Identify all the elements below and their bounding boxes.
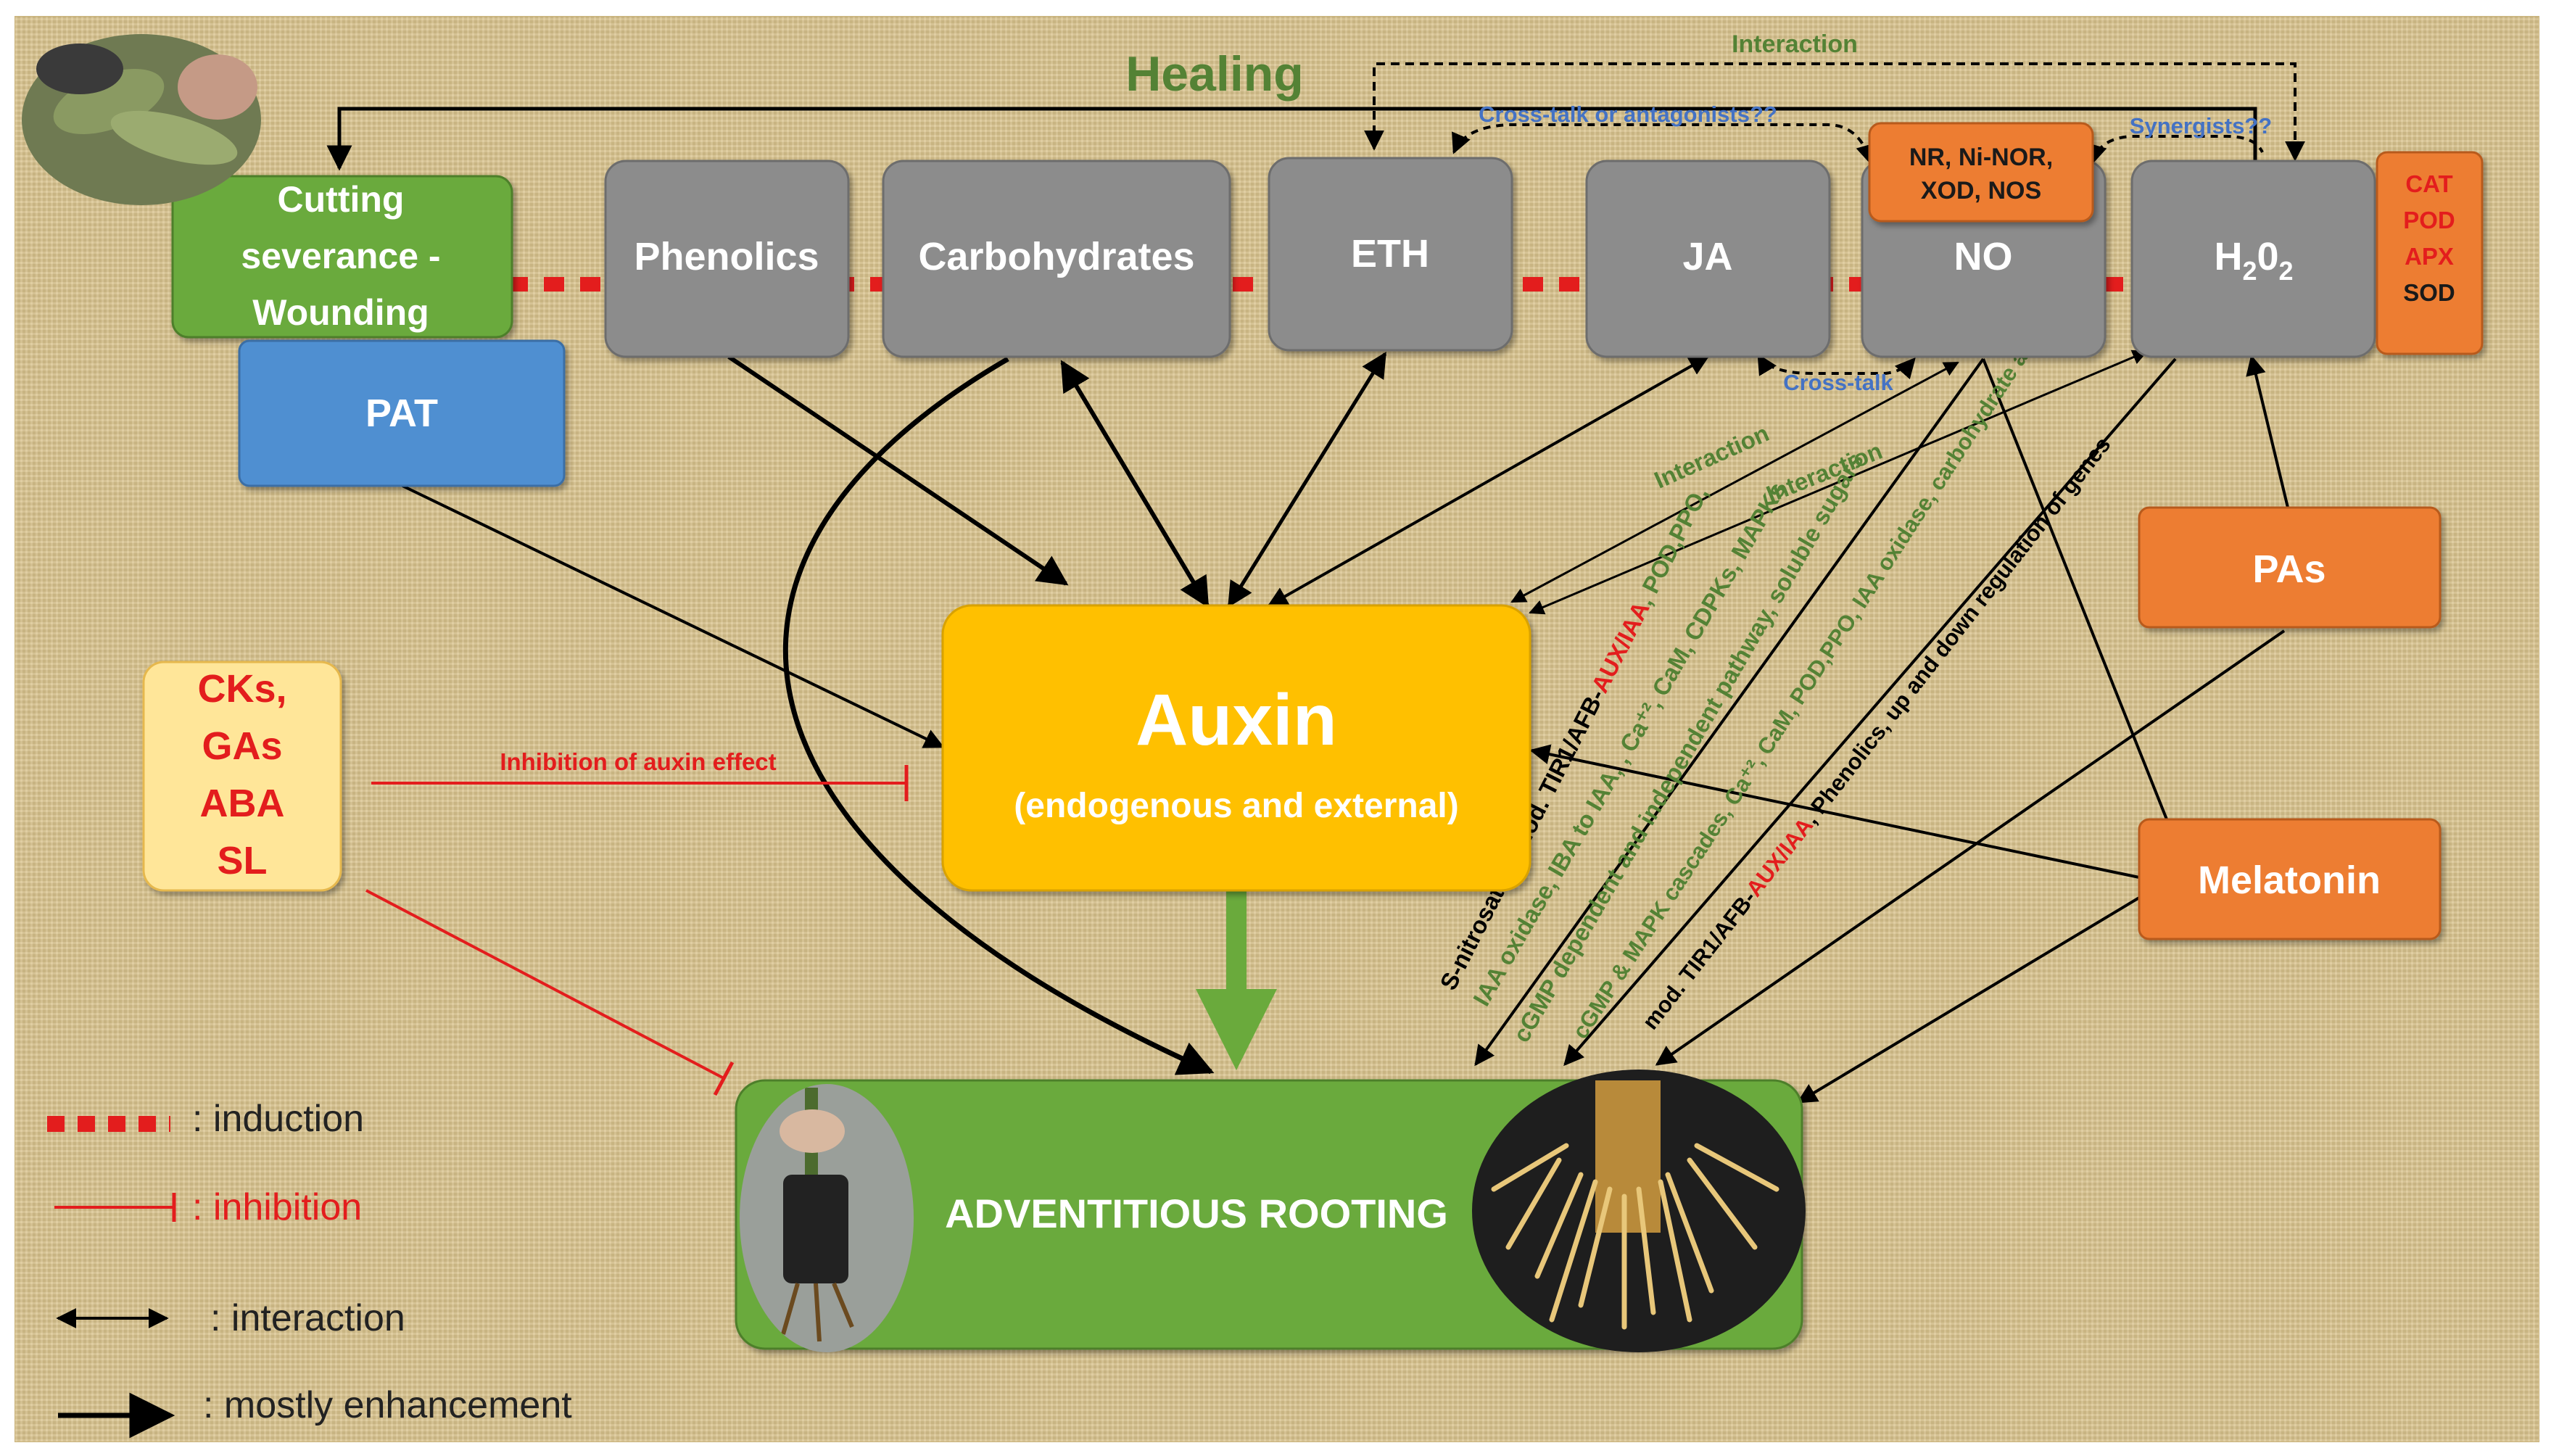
cutting-photo bbox=[22, 34, 261, 205]
nr-enzymes-box: NR, Ni-NOR, XOD, NOS bbox=[1868, 122, 2094, 223]
h2o2-mechanism-2b: AUX/IAA bbox=[1741, 813, 1818, 901]
rooting-photo-right bbox=[1472, 1070, 1806, 1352]
interaction-label-1: Interaction bbox=[1650, 419, 1773, 493]
carbohydrates-box: Carbohydrates bbox=[882, 160, 1231, 358]
crosstalk-antagonists-label: Cross-talk or antagonists?? bbox=[1479, 102, 1777, 127]
interaction-top-label: Interaction bbox=[1732, 30, 1858, 58]
sod-label: SOD bbox=[2403, 279, 2455, 306]
cutting-box: Cutting severance - Wounding bbox=[171, 175, 513, 339]
inhibition-auxin-label: Inhibition of auxin effect bbox=[500, 748, 776, 775]
synergists-label: Synergists?? bbox=[2130, 113, 2272, 138]
melatonin-auxin-arrow bbox=[1529, 744, 2140, 879]
legend: : induction : inhibition : interaction :… bbox=[47, 1098, 572, 1439]
cutting-line-3: Wounding bbox=[252, 292, 429, 333]
auxin-label: Auxin bbox=[1136, 679, 1337, 761]
antioxidant-enzymes-box: CAT POD APX SOD bbox=[2376, 151, 2484, 355]
carbohydrates-auxin-arrow bbox=[1060, 360, 1210, 608]
melatonin-rooting-arrow bbox=[1796, 894, 2144, 1104]
legend-inhibition-label: : inhibition bbox=[192, 1186, 362, 1228]
h2o2-label: H202 bbox=[2214, 235, 2293, 286]
ja-auxin-arrow bbox=[1267, 355, 1710, 607]
rooting-label: ADVENTITIOUS ROOTING bbox=[945, 1191, 1448, 1236]
h2o2-auxin-interaction bbox=[1529, 349, 2148, 615]
eth-box: ETH bbox=[1268, 157, 1513, 352]
phenolics-box: Phenolics bbox=[604, 160, 850, 358]
no-mechanism-1b: AUX/IAA bbox=[1586, 597, 1655, 697]
pas-box: PAs bbox=[2138, 506, 2442, 629]
pat-auxin-arrow bbox=[402, 484, 945, 748]
healing-title: Healing bbox=[1125, 46, 1304, 102]
pat-label: PAT bbox=[365, 392, 438, 435]
rooting-photo-left bbox=[740, 1084, 914, 1352]
cks-box: CKs, GAs ABA SL bbox=[142, 661, 342, 892]
legend-enhancement-label: : mostly enhancement bbox=[203, 1384, 572, 1426]
apx-label: APX bbox=[2405, 243, 2454, 270]
pas-label: PAs bbox=[2252, 547, 2326, 591]
melatonin-box: Melatonin bbox=[2138, 818, 2442, 940]
h2o2-box: H202 bbox=[2130, 160, 2376, 358]
nr-line-2: XOD, NOS bbox=[1921, 177, 2041, 204]
no-label: NO bbox=[1954, 235, 2013, 278]
ja-box: JA bbox=[1585, 160, 1831, 358]
no-melatonin-line bbox=[1982, 358, 2170, 824]
cks-line-2: GAs bbox=[202, 724, 282, 768]
eth-h2o2-interaction bbox=[1364, 62, 2305, 162]
pat-box: PAT bbox=[238, 339, 566, 487]
cat-label: CAT bbox=[2405, 170, 2452, 197]
pod-label: POD bbox=[2403, 207, 2455, 233]
cks-line-1: CKs, bbox=[197, 667, 286, 711]
ja-label: JA bbox=[1682, 235, 1732, 278]
auxin-box: Auxin (endogenous and external) bbox=[941, 604, 1531, 892]
rooting-box: ADVENTITIOUS ROOTING bbox=[735, 1070, 1806, 1352]
cutting-line-1: Cutting bbox=[278, 179, 405, 220]
phenolics-label: Phenolics bbox=[634, 235, 819, 278]
cks-line-4: SL bbox=[217, 839, 267, 882]
legend-induction-label: : induction bbox=[192, 1098, 364, 1140]
legend-interaction-label: : interaction bbox=[210, 1297, 405, 1339]
eth-auxin-arrow bbox=[1227, 352, 1387, 608]
no-rooting-arrow bbox=[1474, 357, 1985, 1067]
melatonin-label: Melatonin bbox=[2198, 859, 2381, 902]
pas-h2o2-arrow bbox=[2246, 355, 2289, 508]
nr-line-1: NR, Ni-NOR, bbox=[1909, 144, 2053, 171]
no-mechanism-1c: , POD,PPO, bbox=[1631, 482, 1713, 609]
phenolics-auxin-arrow bbox=[727, 355, 1069, 586]
eth-nr-crosstalk bbox=[1452, 123, 1876, 165]
cks-line-3: ABA bbox=[200, 782, 285, 825]
cks-rooting-inhibition bbox=[365, 889, 726, 1080]
carbohydrates-rooting-curve bbox=[783, 356, 1215, 1075]
auxin-subtitle: (endogenous and external) bbox=[1014, 787, 1458, 825]
eth-label: ETH bbox=[1351, 232, 1429, 276]
pas-rooting-arrow bbox=[1655, 629, 2286, 1066]
cks-rooting-inhibition-bar bbox=[713, 1061, 735, 1096]
h2o2-nr-synergists bbox=[2087, 135, 2264, 165]
h2o2-rooting-arrow bbox=[1563, 357, 2177, 1067]
carbohydrates-label: Carbohydrates bbox=[918, 235, 1194, 278]
cutting-line-2: severance - bbox=[241, 236, 440, 276]
crosstalk-label: Cross-talk bbox=[1783, 370, 1893, 395]
